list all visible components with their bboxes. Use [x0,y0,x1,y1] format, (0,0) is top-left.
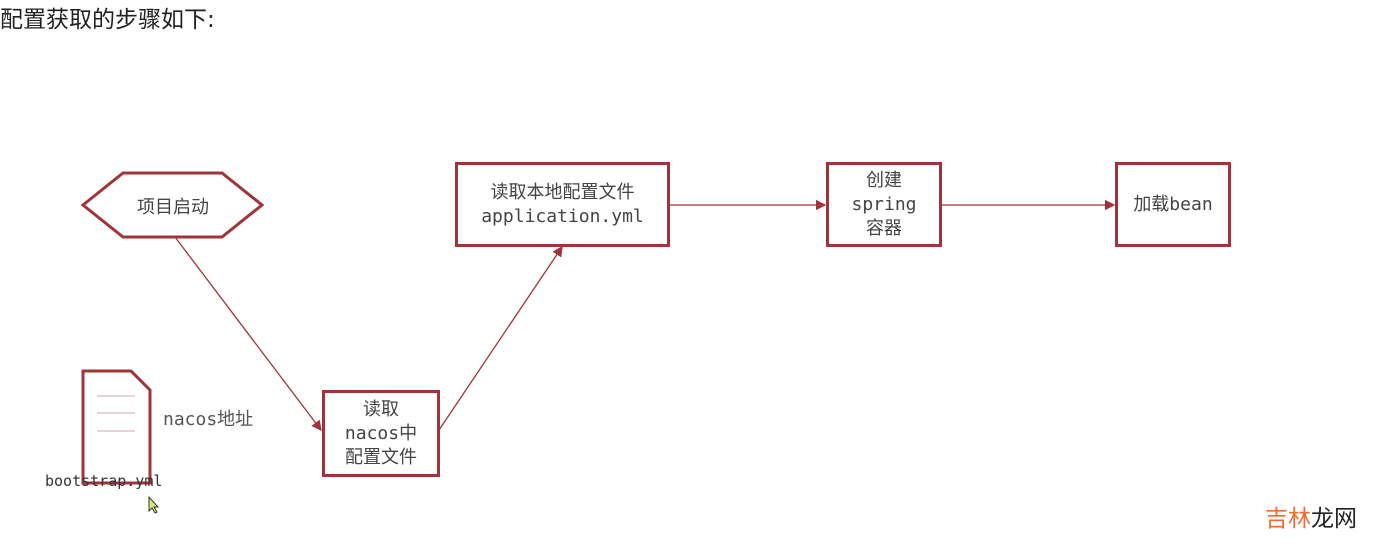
start-node-label: 项目启动 [137,197,209,218]
page-title: 配置获取的步骤如下: [0,7,215,33]
file-icon [81,369,152,485]
node-line: 读取 [363,398,399,420]
read-local-config-node: 读取本地配置文件 application.yml [455,162,670,247]
node-line: spring [851,193,917,215]
load-bean-node: 加载bean [1115,162,1231,247]
watermark: 吉林龙网 [1265,499,1357,533]
start-hexagon [80,171,265,239]
node-line: application.yml [481,205,644,227]
file-name: bootstrap.yml [45,472,163,490]
node-line: nacos中 [344,422,418,444]
watermark-part1: 吉林 [1265,506,1311,532]
arrow-start-to-nacos [174,236,322,432]
mouse-cursor-icon [148,495,160,514]
file-annotation: nacos地址 [163,409,254,430]
node-line: 配置文件 [345,446,417,468]
read-nacos-config-node: 读取 nacos中 配置文件 [322,390,440,477]
node-line: 读取本地配置文件 [490,181,635,203]
create-spring-container-node: 创建 spring 容器 [826,162,942,247]
node-line: 创建 [866,169,902,191]
arrow-nacos-to-local [438,245,563,431]
node-line: 加载bean [1133,193,1213,215]
node-line: 容器 [866,217,902,239]
watermark-part2: 龙网 [1311,506,1357,532]
